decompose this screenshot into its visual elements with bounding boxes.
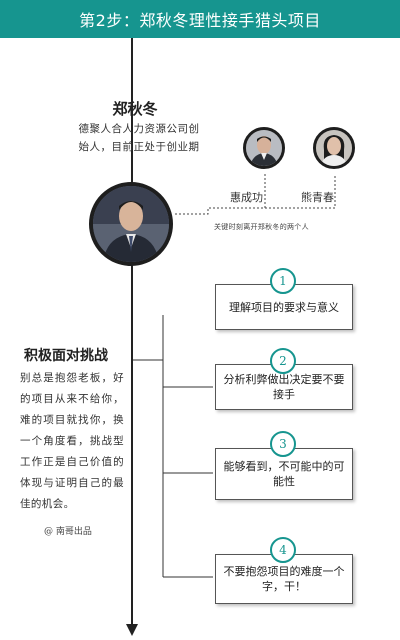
step-number-3: 3 [270,431,296,457]
timeline-arrow-icon [126,624,138,636]
section-title: 积极面对挑战 [24,348,108,364]
step-text-1: 理解项目的要求与意义 [229,300,339,314]
huicheng-avatar [243,127,285,169]
main-person-avatar [89,182,173,266]
step-text-3: 能够看到，不可能中的可能性 [223,460,345,488]
step-bracket [133,315,213,578]
step-box-2: 分析利弊做出决定要不要接手 [215,364,353,410]
portrait-icon [93,186,169,262]
section-text: 别总是抱怨老板，好的项目从来不给你，难的项目就找你，换一个角度看，挑战型工作正是… [20,372,124,510]
step-text-2: 分析利弊做出决定要不要接手 [223,373,345,401]
page-title: 第2步：郑秋冬理性接手猎头项目 [0,0,400,38]
timeline-line [131,38,133,626]
key-note: 关键时刻离开郑秋冬的两个人 [214,223,309,231]
step-number-2: 2 [270,348,296,374]
step-number-1: 1 [270,268,296,294]
related-name-1: 惠成功 [230,191,263,204]
xiongqingchun-avatar [313,127,355,169]
signature: @ 南哥出品 [44,527,92,537]
related-name-2: 熊青春 [301,191,334,204]
person-description: 德聚人合人力资源公司创始人，目前正处于创业期 [78,123,200,153]
person-name: 郑秋冬 [112,100,158,118]
portrait-icon [316,130,352,166]
step-number-4: 4 [270,537,296,563]
portrait-icon [246,130,282,166]
step-text-4: 不要抱怨项目的难度一个字，干！ [223,565,345,593]
